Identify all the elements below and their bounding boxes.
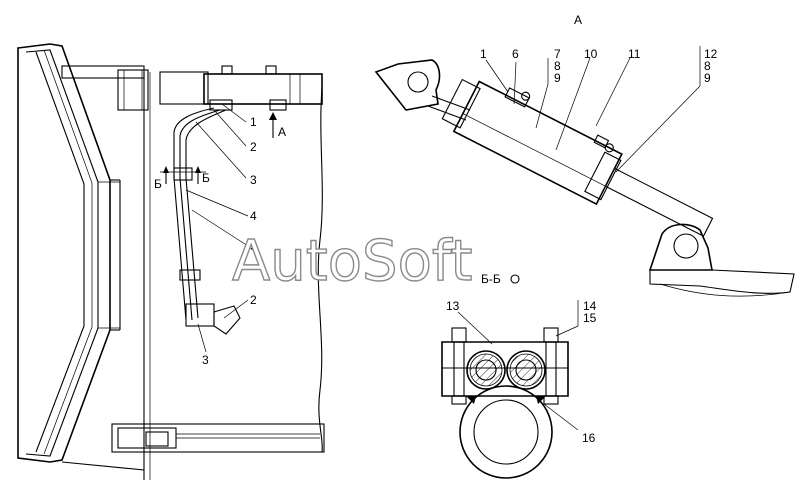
watermark-text: AutoSoft <box>232 229 473 294</box>
section-arrow-b-right: Б <box>202 171 210 185</box>
view-a-callout-1: 1 <box>480 47 487 61</box>
hose-section-right <box>506 350 546 390</box>
view-a-callout-9: 9 <box>554 71 561 85</box>
callout-2-lower: 2 <box>250 293 257 307</box>
lower-bracket <box>213 305 241 335</box>
clamp-block <box>441 341 569 397</box>
top-beam <box>61 65 145 79</box>
callout-5: 5 <box>250 239 257 253</box>
lower-pin <box>673 233 699 259</box>
view-arrow-a-label: A <box>278 125 286 139</box>
view-a-callout-8b: 8 <box>704 59 711 73</box>
section-callout-14: 14 <box>583 299 597 313</box>
section-callout-16: 16 <box>582 431 596 445</box>
dozer-blade-view <box>17 43 325 480</box>
view-a-cylinder <box>374 46 795 297</box>
hose-section-left <box>466 350 506 390</box>
cylinder-rod-end <box>159 71 209 105</box>
view-a-callout-6: 6 <box>512 47 519 61</box>
callout-3-lower: 3 <box>202 353 209 367</box>
blade-inner-line <box>25 49 99 457</box>
view-a-callout-7: 7 <box>554 47 561 61</box>
view-a-callout-10: 10 <box>584 47 598 61</box>
hose-clamp-lower <box>179 269 201 281</box>
bolt-right <box>545 341 557 397</box>
view-a-callout-12: 12 <box>704 47 718 61</box>
hydraulic-cylinder-top <box>203 73 323 105</box>
bolt-left <box>453 341 465 397</box>
section-arrow-b-left: Б <box>154 177 162 191</box>
section-callout-15: 15 <box>583 311 597 325</box>
callout-3: 3 <box>250 173 257 187</box>
lower-mount-lug <box>648 223 713 271</box>
callout-4: 4 <box>250 209 257 223</box>
blade-inner-line-2 <box>35 51 85 453</box>
top-bracket <box>117 69 149 111</box>
callout-2: 2 <box>250 140 257 154</box>
blade-inner-line-3 <box>43 49 93 455</box>
frame-break-line <box>317 87 323 453</box>
section-bb <box>441 274 579 479</box>
hose-clamp-upper <box>173 167 193 181</box>
callout-1: 1 <box>250 115 257 129</box>
upper-pin <box>407 71 429 93</box>
section-callout-13: 13 <box>446 299 460 313</box>
hose-1 <box>173 107 215 321</box>
cylinder-rod <box>604 167 714 237</box>
upper-mount-lug <box>374 59 441 111</box>
view-a-callout-11: 11 <box>628 47 641 61</box>
blade-outline <box>17 43 111 463</box>
bottom-beam <box>111 423 325 453</box>
base-plate <box>649 269 795 294</box>
hose-2 <box>179 109 221 321</box>
cylinder-body <box>452 80 623 206</box>
view-a-title: A <box>574 13 582 27</box>
section-bb-title: Б-Б <box>481 272 501 286</box>
support-tube <box>459 385 553 479</box>
view-a-callout-9b: 9 <box>704 71 711 85</box>
view-a-callout-8: 8 <box>554 59 561 73</box>
hose-fitting-lower <box>185 303 215 327</box>
